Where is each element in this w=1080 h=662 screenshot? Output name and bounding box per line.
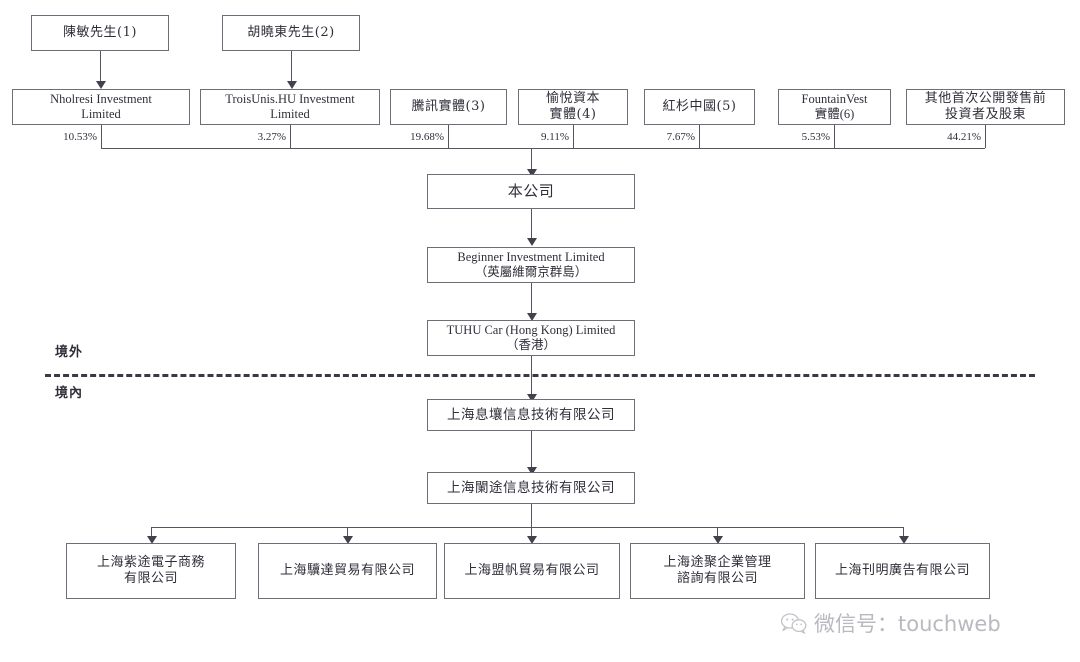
arrowhead-beginner-to-tuhu-hk	[527, 313, 537, 321]
arrowhead-hu-to-troisunis	[287, 81, 297, 89]
stub-subsidiary-tuju	[717, 527, 718, 540]
shareholder-bus-line	[101, 148, 985, 149]
connector-company-to-beginner	[531, 209, 532, 240]
individual-box-hu-xiaodong: 胡曉東先生(2)	[222, 15, 360, 51]
region-label-offshore: 境外	[55, 345, 84, 360]
stub-sequoia-china	[699, 125, 700, 148]
wechat-icon	[780, 612, 808, 635]
watermark: 微信号：touchweb	[780, 608, 1001, 638]
connector-chen-to-nholresi	[100, 51, 101, 83]
stub-nholresi	[101, 125, 102, 148]
subsidiary-box-shanghai-tuju: 上海途聚企業管理 諮詢有限公司	[630, 543, 805, 599]
subsidiary-box-shanghai-jida: 上海驥達貿易有限公司	[258, 543, 437, 599]
percent-label-fountainvest: 5.53%	[801, 131, 830, 143]
stub-troisunis	[290, 125, 291, 148]
stub-subsidiary-jida	[347, 527, 348, 540]
shareholder-box-sequoia-china: 紅杉中國(5)	[644, 89, 755, 125]
connector-bus-to-company	[531, 148, 532, 171]
individual-box-chen-min: 陳敏先生(1)	[31, 15, 169, 51]
stub-subsidiary-kanming	[903, 527, 904, 540]
stub-joy-capital	[573, 125, 574, 148]
shareholder-box-tencent: 騰訊實體(3)	[390, 89, 507, 125]
arrowhead-company-to-beginner	[527, 238, 537, 246]
shareholder-box-nholresi: Nholresi Investment Limited	[12, 89, 190, 125]
arrowhead-bus-to-company	[527, 169, 537, 177]
arrowhead-xirang-to-lantu	[527, 467, 537, 475]
subsidiary-box-shanghai-kanming: 上海刊明廣告有限公司	[815, 543, 990, 599]
percent-label-other-preipo: 44.21%	[947, 131, 981, 143]
subsidiary-box-shanghai-zitu: 上海紫途電子商務 有限公司	[66, 543, 236, 599]
entity-box-shanghai-xirang: 上海息壤信息技術有限公司	[427, 399, 635, 431]
shareholder-box-joy-capital: 愉悅資本 實體(4)	[518, 89, 628, 125]
stub-subsidiary-zitu	[151, 527, 152, 540]
stub-other-preipo	[985, 125, 986, 148]
stub-tencent	[448, 125, 449, 148]
offshore-onshore-divider	[45, 374, 1035, 377]
watermark-text: 微信号：touchweb	[814, 612, 1001, 636]
connector-hu-to-troisunis	[291, 51, 292, 83]
arrowhead-subsidiary-tuju	[713, 536, 723, 544]
entity-box-shanghai-lantu: 上海闌途信息技術有限公司	[427, 472, 635, 504]
percent-label-tencent: 19.68%	[410, 131, 444, 143]
entity-box-tuhu-car-hong-kong: TUHU Car (Hong Kong) Limited （香港）	[427, 320, 635, 356]
subsidiary-box-shanghai-mengfan: 上海盟帆貿易有限公司	[444, 543, 620, 599]
connector-lantu-to-subsidiary-bus	[531, 504, 532, 527]
entity-box-the-company: 本公司	[427, 174, 635, 209]
stub-subsidiary-mengfan	[531, 527, 532, 540]
shareholder-box-other-preipo: 其他首次公開發售前 投資者及股東	[906, 89, 1065, 125]
arrowhead-subsidiary-kanming	[899, 536, 909, 544]
subsidiary-bus-line	[151, 527, 903, 528]
arrowhead-subsidiary-zitu	[147, 536, 157, 544]
shareholder-box-troisunis: TroisUnis.HU Investment Limited	[200, 89, 380, 125]
connector-tuhu-hk-to-xirang	[531, 356, 532, 398]
percent-label-joy-capital: 9.11%	[540, 131, 569, 143]
arrowhead-subsidiary-jida	[343, 536, 353, 544]
connector-xirang-to-lantu	[531, 431, 532, 469]
arrowhead-chen-to-nholresi	[96, 81, 106, 89]
region-label-onshore: 境內	[55, 386, 84, 401]
stub-fountainvest	[834, 125, 835, 148]
connector-beginner-to-tuhu-hk	[531, 283, 532, 315]
arrowhead-subsidiary-mengfan	[527, 536, 537, 544]
shareholder-box-fountainvest: FountainVest 實體(6)	[778, 89, 891, 125]
entity-box-beginner-investment: Beginner Investment Limited （英屬維爾京群島）	[427, 247, 635, 283]
arrowhead-tuhu-hk-to-xirang	[527, 394, 537, 402]
percent-label-sequoia-china: 7.67%	[666, 131, 695, 143]
percent-label-nholresi: 10.53%	[63, 131, 97, 143]
percent-label-troisunis: 3.27%	[257, 131, 286, 143]
